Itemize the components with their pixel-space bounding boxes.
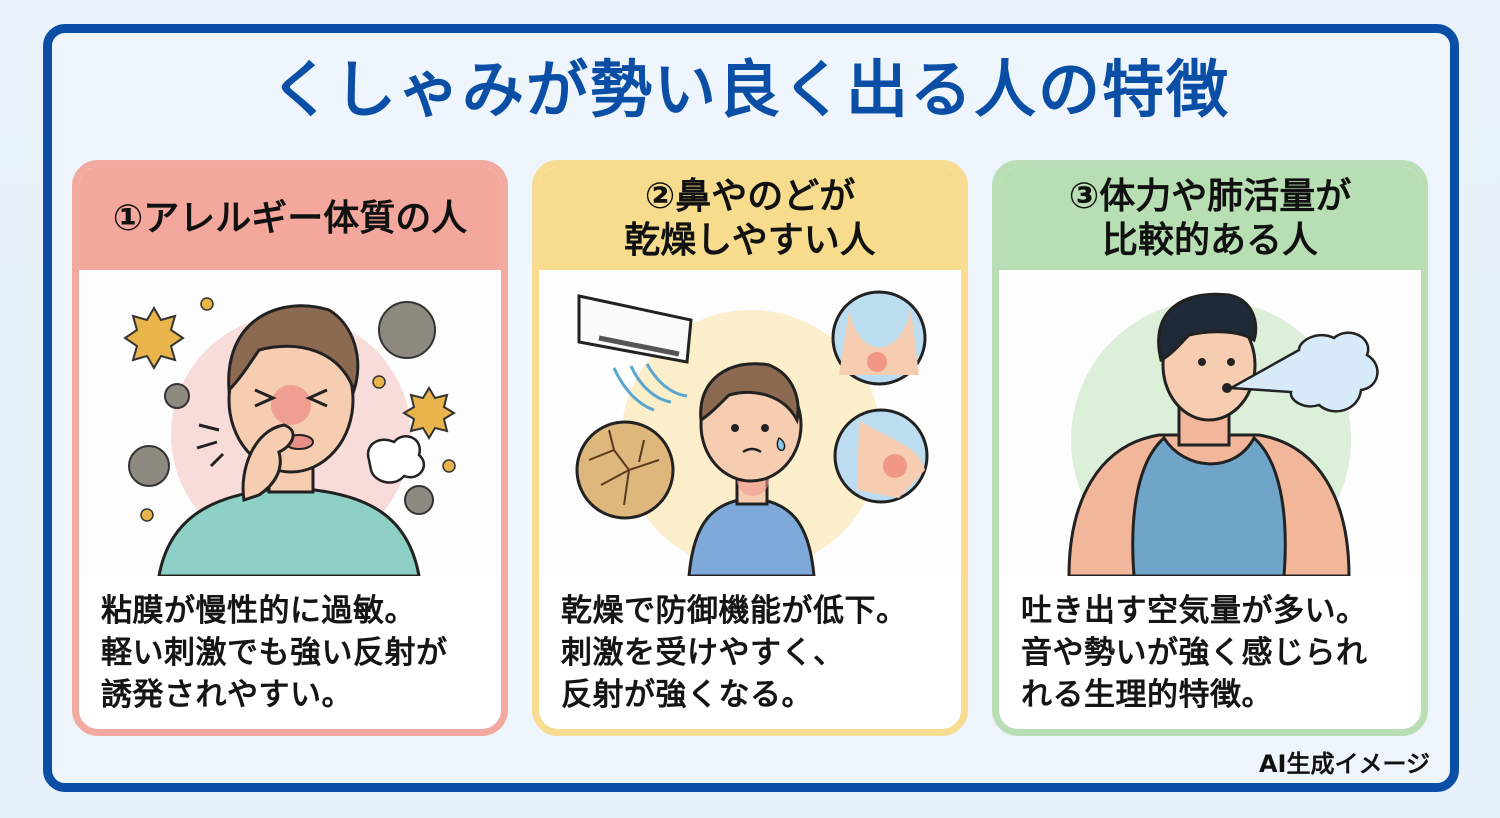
card-allergy: ①アレルギー体質の人 <box>72 160 508 736</box>
strong-exhale-illustration <box>999 270 1421 576</box>
ai-generated-label: AI生成イメージ <box>1258 750 1430 778</box>
card-header: ②鼻やのどが 乾燥しやすい人 <box>539 167 961 270</box>
dry-throat-illustration <box>539 270 961 576</box>
card-dryness: ②鼻やのどが 乾燥しやすい人 <box>532 160 968 736</box>
card-header: ③体力や肺活量が 比較的ある人 <box>999 167 1421 270</box>
air-conditioner-icon <box>577 294 693 364</box>
card-description: 吐き出す空気量が多い。 音や勢いが強く感じられ れる生理的特徴。 <box>1021 593 1368 713</box>
card-lung-capacity: ③体力や肺活量が 比較的ある人 吐き出す空気量が多い。 音や勢いが強く感じられ … <box>992 160 1428 736</box>
card-description: 乾燥で防御機能が低下。 刺激を受けやすく、 反射が強くなる。 <box>561 593 908 713</box>
card-header: ①アレルギー体質の人 <box>79 167 501 270</box>
breath-cloud-icon <box>1226 331 1379 413</box>
card-description: 粘膜が慢性的に過敏。 軽い刺激でも強い反射が 誘発されやすい。 <box>101 593 448 713</box>
page-title: くしゃみが勢い良く出る人の特徴 <box>269 53 1230 126</box>
allergy-sneeze-illustration <box>79 270 501 576</box>
cracked-soil-icon <box>575 420 675 520</box>
pollen-icon <box>123 306 456 440</box>
